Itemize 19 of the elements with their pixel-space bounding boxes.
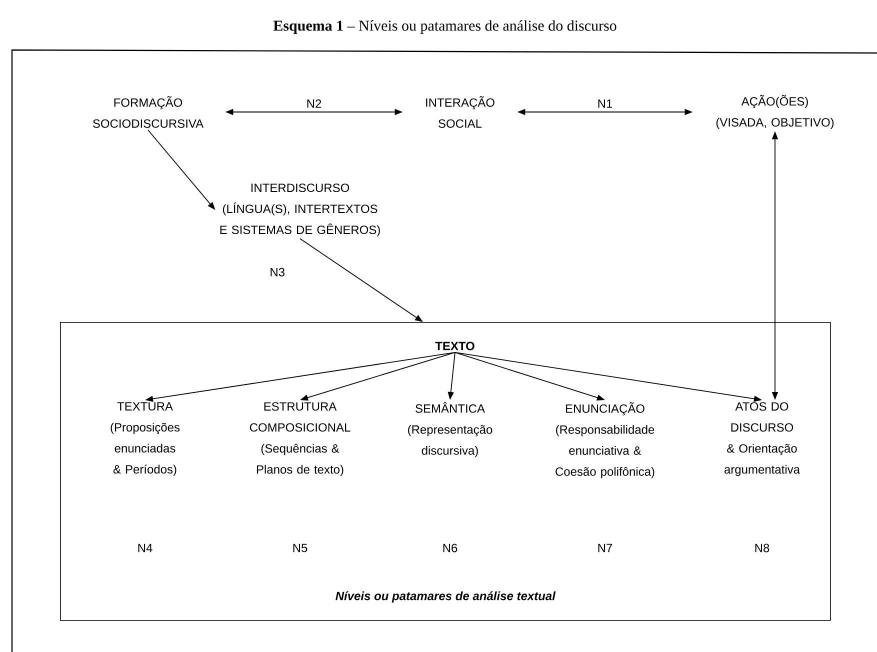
level-label: N8	[755, 544, 770, 552]
level-label: N4	[138, 544, 152, 552]
concept-label: FORMAÇÃO SOCIODISCURSIVA	[93, 96, 204, 128]
edge-label: N3	[268, 266, 286, 278]
title: Esquema 1 – Níveis ou patamares de análise do discurso	[273, 20, 616, 34]
concept-label: TEXTURA (Proposições enunciadas & Períodos)	[110, 402, 180, 476]
concept-label: ATOS DO DISCURSO & Orientação argumentativa	[724, 402, 800, 476]
level-label: N6	[443, 544, 458, 552]
level-label: N7	[598, 544, 612, 552]
edge-label: N1	[596, 98, 614, 109]
concept-label: SEMÂNTICA (Representação discursiva)	[408, 402, 492, 458]
concept-label: ENUNCIAÇÃO (Responsabilidade enunciativa & Coesão polifônica)	[556, 402, 654, 478]
concept-label: INTERAÇÃO SOCIAL	[426, 96, 494, 128]
concept-label: AÇÃO(ÕES) (VISADA, OBJETIVO)	[716, 94, 834, 129]
concept-label: ESTRUTURA COMPOSICIONAL (Sequências & Planos de texto)	[250, 402, 350, 476]
edge-label: N2	[305, 98, 323, 109]
concept-label: TEXTO	[435, 342, 474, 350]
concept-label: INTERDISCURSO (LÍNGUA(S), INTERTEXTOS E SISTEMAS DE GÊNEROS)	[220, 184, 380, 236]
level-label: N5	[293, 544, 308, 552]
